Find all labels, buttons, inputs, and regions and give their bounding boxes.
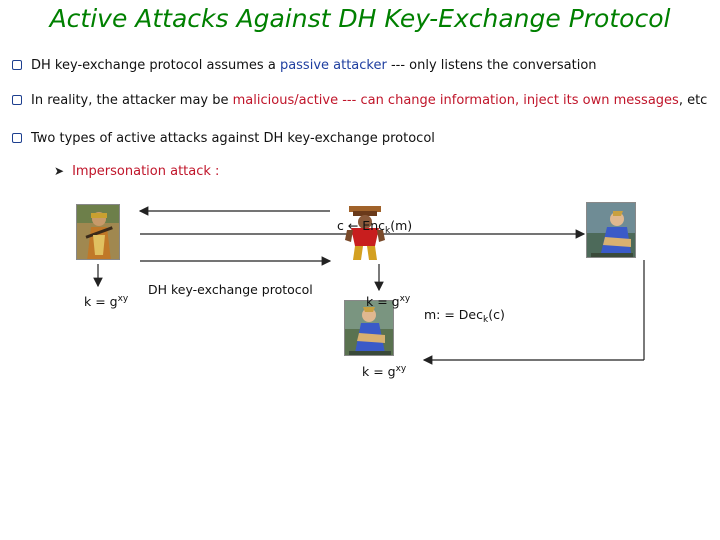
checkbox-bullet-icon xyxy=(12,95,22,105)
alice-key-label: k = gxy xyxy=(84,294,129,310)
bullet-text: , etc xyxy=(678,93,708,108)
bullet-passive-attacker: DH key-exchange protocol assumes a passi… xyxy=(12,58,597,73)
bullet-highlight: malicious/active --- can change informat… xyxy=(232,93,679,108)
eve-key-label: k = gxy xyxy=(366,294,411,310)
bullet-two-types: Two types of active attacks against DH k… xyxy=(12,131,435,146)
subbullet-text: Impersonation attack : xyxy=(72,164,220,179)
bullet-text: In reality, the attacker may be xyxy=(31,93,233,108)
ciphertext-label: c ← Enck(m) xyxy=(337,218,413,236)
imposter-figure-image xyxy=(344,300,394,356)
bob-figure-image xyxy=(586,202,636,258)
protocol-label: DH key-exchange protocol xyxy=(148,282,313,297)
bullet-text: DH key-exchange protocol assumes a xyxy=(31,58,280,73)
subbullet-impersonation: ➤ Impersonation attack : xyxy=(54,164,219,179)
alice-figure-image xyxy=(76,204,120,260)
decrypt-label: m: = Deck(c) xyxy=(424,307,505,325)
slide-title: Active Attacks Against DH Key-Exchange P… xyxy=(49,4,671,33)
checkbox-bullet-icon xyxy=(12,60,22,70)
bullet-text: --- only listens the conversation xyxy=(386,58,597,73)
bullet-highlight: passive attacker xyxy=(279,58,387,73)
bullet-text: Two types of active attacks against DH k… xyxy=(31,131,435,146)
attacker-figure-image xyxy=(343,206,387,262)
eve-key-label-2: k = gxy xyxy=(362,364,407,380)
arrow-bullet-icon: ➤ xyxy=(54,164,65,178)
checkbox-bullet-icon xyxy=(12,133,22,143)
bullet-reality: In reality, the attacker may be maliciou… xyxy=(12,93,707,108)
